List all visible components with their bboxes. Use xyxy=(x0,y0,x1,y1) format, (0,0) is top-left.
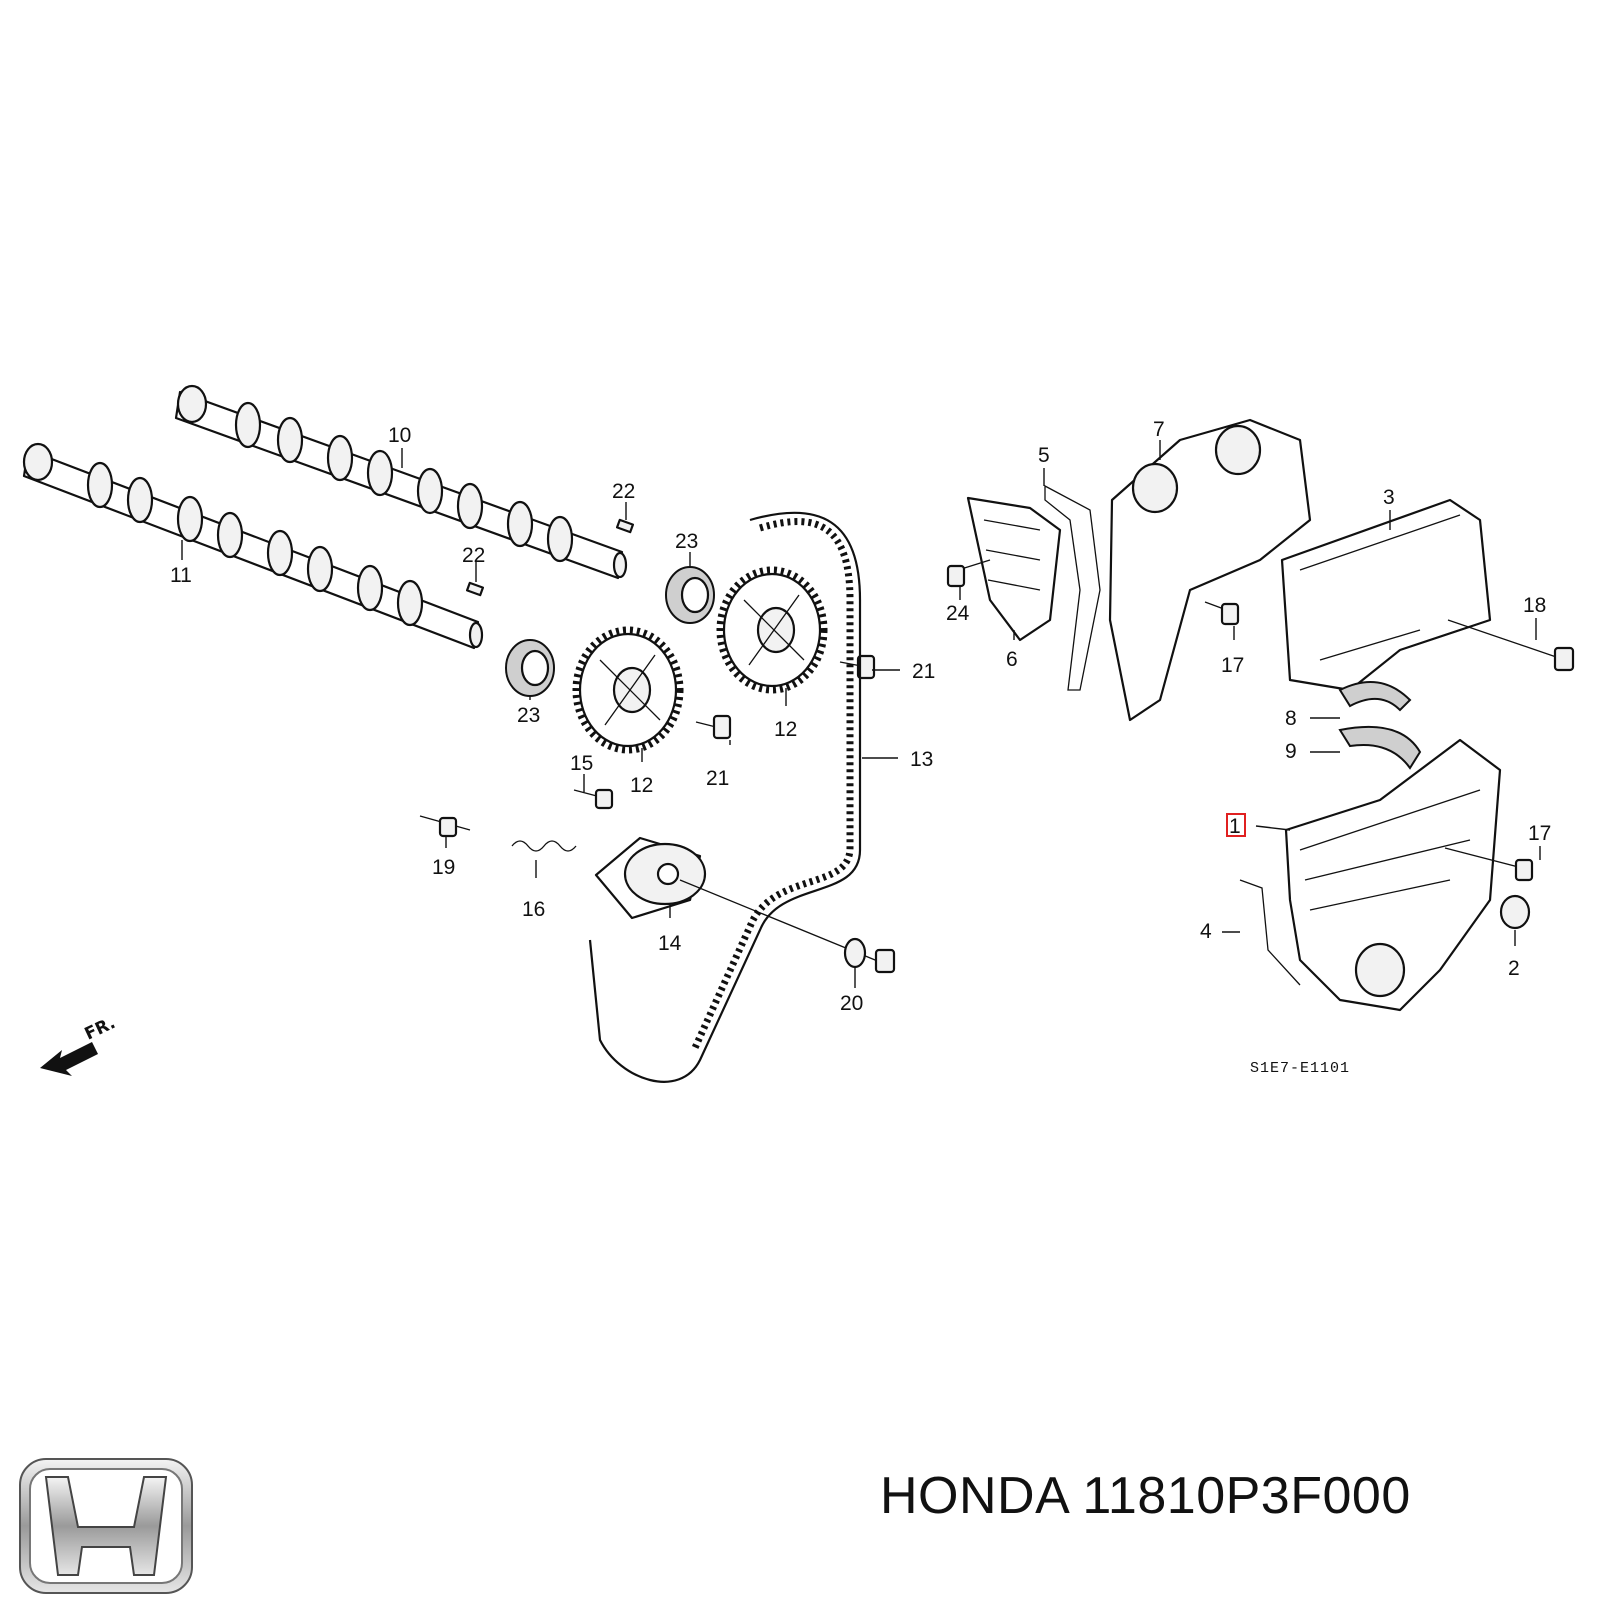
callout-23-lower: 23 xyxy=(517,704,540,727)
timing-belt xyxy=(588,511,862,1083)
tensioner-spring xyxy=(511,840,577,852)
callout-12-left: 12 xyxy=(630,774,653,797)
bolt-17-lower xyxy=(1444,847,1534,882)
oil-seal-lower xyxy=(505,639,555,697)
callout-15: 15 xyxy=(570,752,593,775)
callout-14: 14 xyxy=(658,932,682,955)
callout-2: 2 xyxy=(1508,957,1520,980)
woodruff-key-lower xyxy=(465,581,485,597)
seal-8-9 xyxy=(1338,681,1422,770)
pulley-bolt-lower xyxy=(695,714,732,740)
callout-20: 20 xyxy=(840,992,863,1015)
callout-21-upper: 21 xyxy=(912,660,935,683)
callout-12-right: 12 xyxy=(774,718,797,741)
bolt-17-upper xyxy=(1204,601,1240,626)
callout-16: 16 xyxy=(522,898,545,921)
callout-10: 10 xyxy=(388,424,411,447)
part-number: 11810P3F000 xyxy=(1082,1467,1411,1525)
callout-4: 4 xyxy=(1200,920,1212,943)
leader-lines xyxy=(181,440,1541,988)
tensioner-bolt xyxy=(679,879,896,974)
callout-8: 8 xyxy=(1285,707,1297,730)
stud-bolt-15 xyxy=(573,788,614,810)
callout-7: 7 xyxy=(1153,418,1165,441)
callout-6: 6 xyxy=(1006,648,1018,671)
callouts: 1 2 3 4 5 6 7 8 9 10 11 12 12 13 14 15 1… xyxy=(170,418,1551,1015)
callout-21-lower: 21 xyxy=(706,767,729,790)
front-direction-marker: FR. xyxy=(40,1013,119,1076)
washer-2 xyxy=(1499,894,1531,930)
pulley-bolt-upper xyxy=(839,654,876,680)
camshaft-lower xyxy=(22,442,484,650)
callout-9: 9 xyxy=(1285,740,1297,763)
gasket-4 xyxy=(1239,879,1301,986)
bolt-18 xyxy=(1447,619,1575,672)
callout-18: 18 xyxy=(1523,594,1546,617)
callout-1: 1 xyxy=(1229,815,1241,838)
tensioner-pulley xyxy=(594,836,707,920)
callout-22-upper: 22 xyxy=(612,480,635,503)
lower-cover-1 xyxy=(1284,738,1502,1012)
callout-3: 3 xyxy=(1383,486,1395,509)
callout-17-lower: 17 xyxy=(1528,822,1551,845)
brand-part-number: HONDA 11810P3F000 xyxy=(880,1466,1411,1526)
highlight-box xyxy=(1226,813,1246,837)
stud-bolt-19 xyxy=(419,815,471,838)
callout-17-upper: 17 xyxy=(1221,654,1244,677)
callout-11: 11 xyxy=(170,564,192,587)
gasket-5 xyxy=(1044,484,1101,691)
callout-19: 19 xyxy=(432,856,455,879)
callout-23-upper: 23 xyxy=(675,530,698,553)
callout-24: 24 xyxy=(946,602,970,625)
upper-cover-3 xyxy=(1280,498,1492,692)
front-label: FR. xyxy=(82,1013,119,1044)
brand-name: HONDA xyxy=(880,1467,1068,1525)
front-arrow-icon xyxy=(40,1042,98,1076)
honda-h-logo-icon xyxy=(19,1458,193,1594)
callout-22-lower: 22 xyxy=(462,544,485,567)
woodruff-key-upper xyxy=(615,518,635,534)
oil-seal-upper xyxy=(665,566,715,624)
drawing-code: S1E7-E1101 xyxy=(1250,1060,1350,1077)
bracket-6 xyxy=(966,496,1062,642)
callout-5: 5 xyxy=(1038,444,1050,467)
cam-pulley-left xyxy=(572,626,684,754)
bolt-24 xyxy=(946,559,991,588)
camshaft-upper xyxy=(174,384,628,580)
back-cover-7 xyxy=(1108,418,1312,722)
cam-pulley-right xyxy=(716,566,828,694)
callout-13: 13 xyxy=(910,748,933,771)
